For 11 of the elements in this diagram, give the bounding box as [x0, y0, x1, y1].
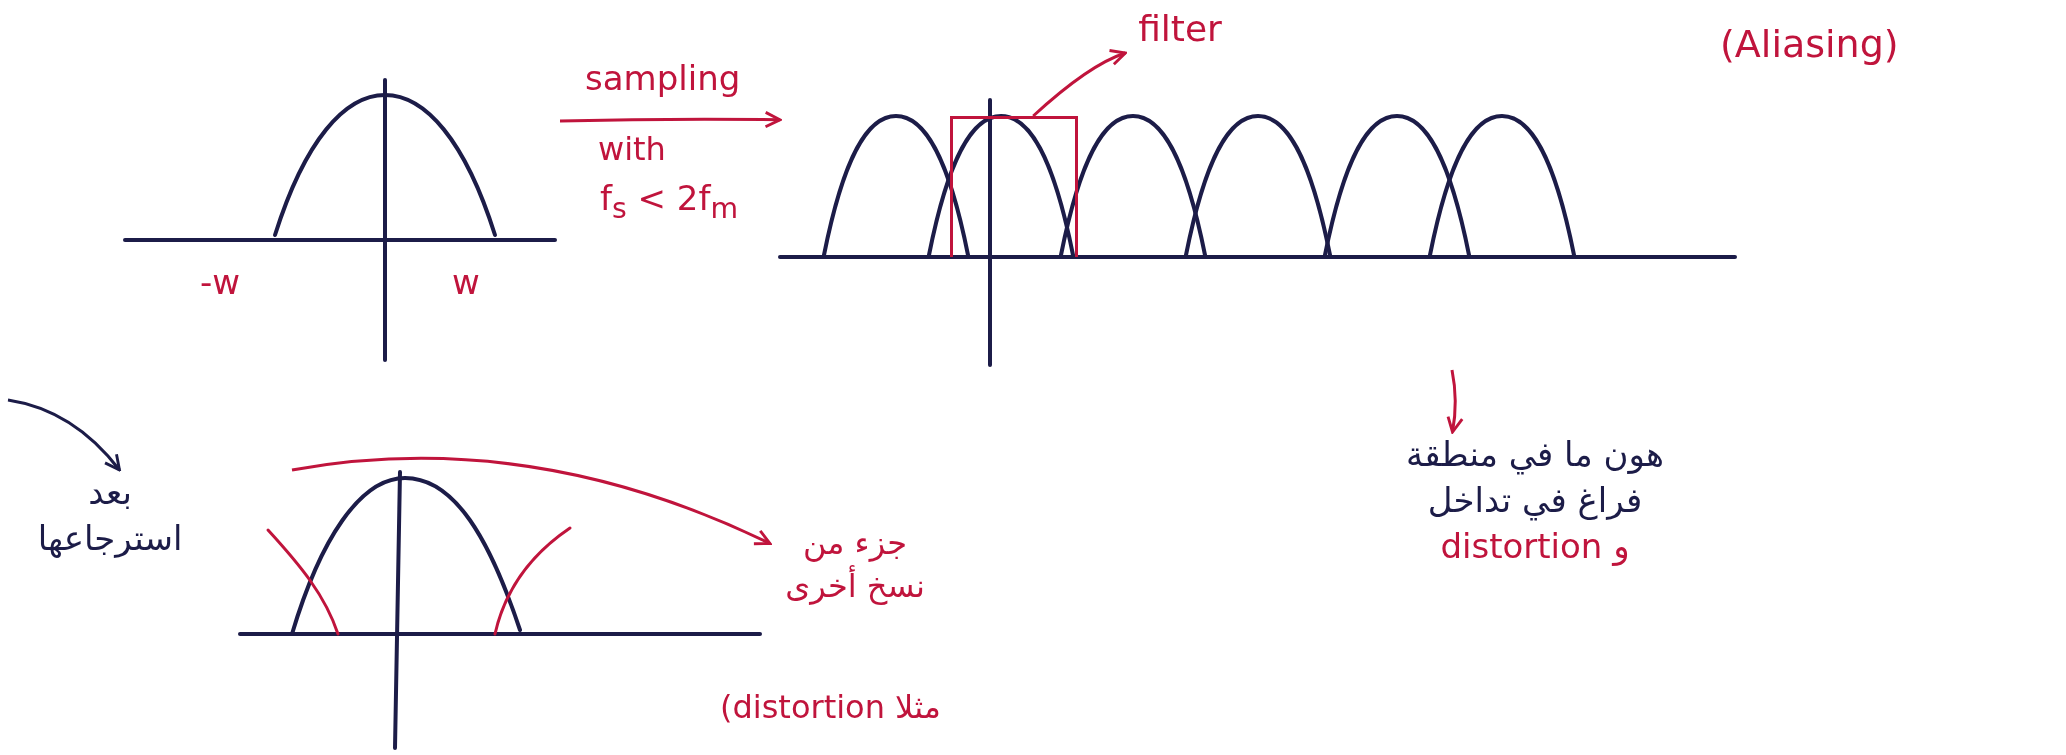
annotation-text: (distortion مثلا — [720, 688, 941, 726]
annotation-text: بعد استرجاعها — [15, 470, 205, 562]
axis-tick-label: w — [452, 262, 480, 302]
annotation-text: جزء من نسخ أخرى — [770, 522, 940, 609]
annotation-text: with — [598, 130, 666, 168]
formula-text: f$_{s}$ < 2f$_{m}$ — [600, 178, 739, 225]
annotation-text: filter — [1115, 5, 1245, 53]
filter-window-outline — [950, 116, 1078, 257]
title-text: (Aliasing) — [1720, 22, 1899, 66]
axis-tick-label: -w — [200, 262, 241, 302]
annotation-text: هون ما في منطقة فراغ في تداخل و distortion — [1370, 432, 1700, 570]
